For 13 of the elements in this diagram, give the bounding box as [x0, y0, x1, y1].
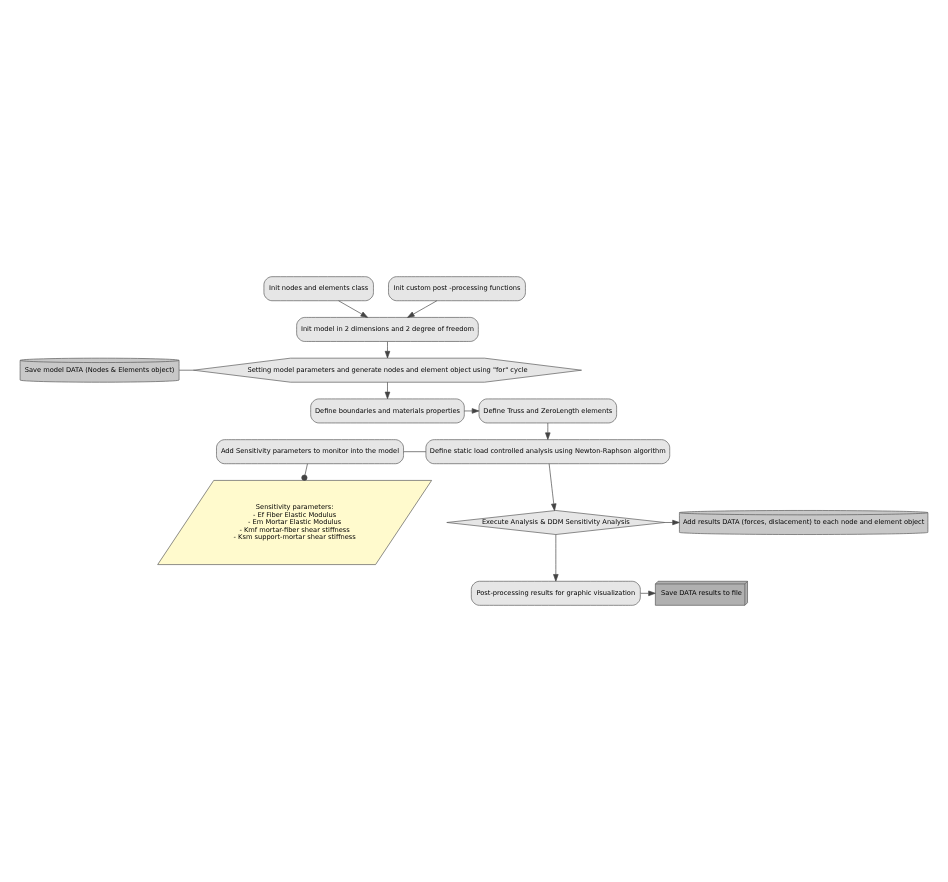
- arrow: [384, 381, 391, 400]
- connector: [301, 463, 308, 481]
- arrow: [545, 422, 551, 440]
- arrow: [384, 341, 391, 359]
- arrow: [407, 300, 438, 318]
- arrow: [664, 519, 680, 526]
- arrow: [640, 590, 656, 596]
- arrow: [464, 408, 480, 414]
- arrow: [338, 300, 368, 318]
- connector: [178, 369, 194, 371]
- arrow: [553, 534, 559, 582]
- arrow: [548, 463, 557, 511]
- connector: [403, 451, 427, 453]
